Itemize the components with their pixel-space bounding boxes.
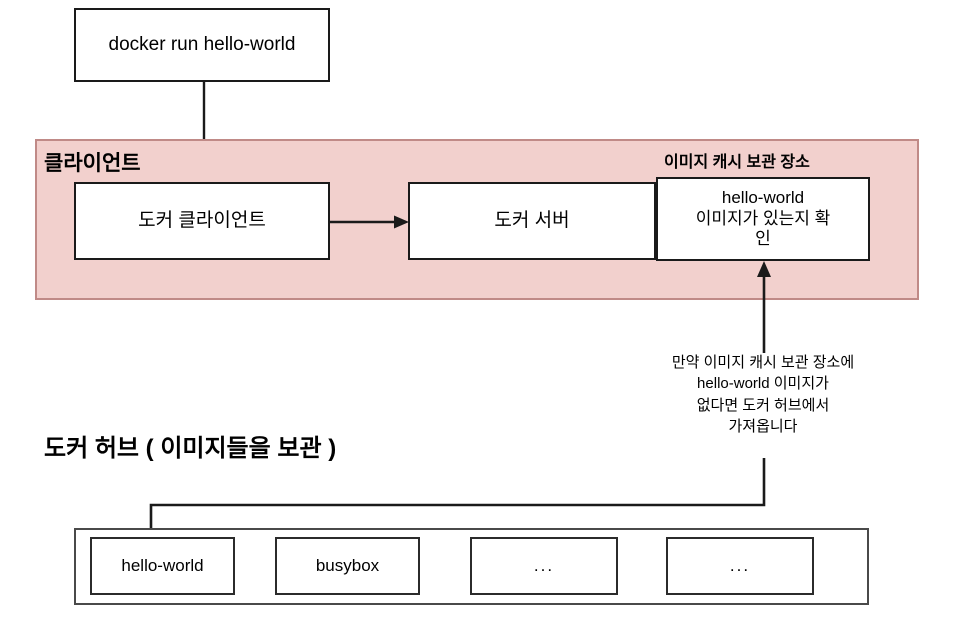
hub-item-busybox: busybox (275, 537, 420, 595)
annotation-line-4: 가져옵니다 (728, 417, 798, 435)
connector-hub-to-cache-upper (753, 261, 775, 353)
docker-hub-heading: 도커 허브 ( 이미지들을 보관 ) (44, 435, 337, 462)
hub-item-label: busybox (315, 556, 380, 575)
image-cache-line-3: 인 (755, 229, 771, 249)
hub-fetch-annotation: 만약 이미지 캐시 보관 장소에 hello-world 이미지가 없다면 도커… (597, 352, 929, 437)
command-box: docker run hello-world (74, 8, 330, 82)
image-cache-line-1: hello-world (721, 187, 805, 207)
image-cache-box: hello-world 이미지가 있는지 확 인 (656, 177, 870, 261)
annotation-line-2: hello-world 이미지가 (697, 375, 829, 393)
image-cache-line-2: 이미지가 있는지 확 (695, 208, 831, 228)
docker-client-box: 도커 클라이언트 (74, 182, 330, 260)
hub-item-label: ... (533, 556, 555, 575)
annotation-line-3: 없다면 도커 허브에서 (696, 396, 830, 414)
hub-item-label: ... (729, 556, 751, 575)
elbow-line-icon (149, 458, 766, 544)
arrow-up-icon (757, 261, 771, 353)
connector-hub-elbow (148, 458, 772, 544)
hub-item-placeholder-2: ... (666, 537, 814, 595)
docker-server-box: 도커 서버 (408, 182, 656, 260)
arrow-right-icon (330, 215, 409, 229)
hub-item-placeholder-1: ... (470, 537, 618, 595)
docker-server-label: 도커 서버 (494, 210, 570, 232)
annotation-line-1: 만약 이미지 캐시 보관 장소에 (671, 354, 855, 371)
connector-client-to-server (330, 211, 410, 233)
command-box-label: docker run hello-world (108, 34, 296, 56)
client-region-label: 클라이언트 (44, 152, 141, 175)
hub-item-hello-world: hello-world (90, 537, 235, 595)
image-cache-title: 이미지 캐시 보관 장소 (664, 154, 810, 171)
hub-item-label: hello-world (121, 556, 204, 575)
docker-client-label: 도커 클라이언트 (138, 210, 266, 232)
